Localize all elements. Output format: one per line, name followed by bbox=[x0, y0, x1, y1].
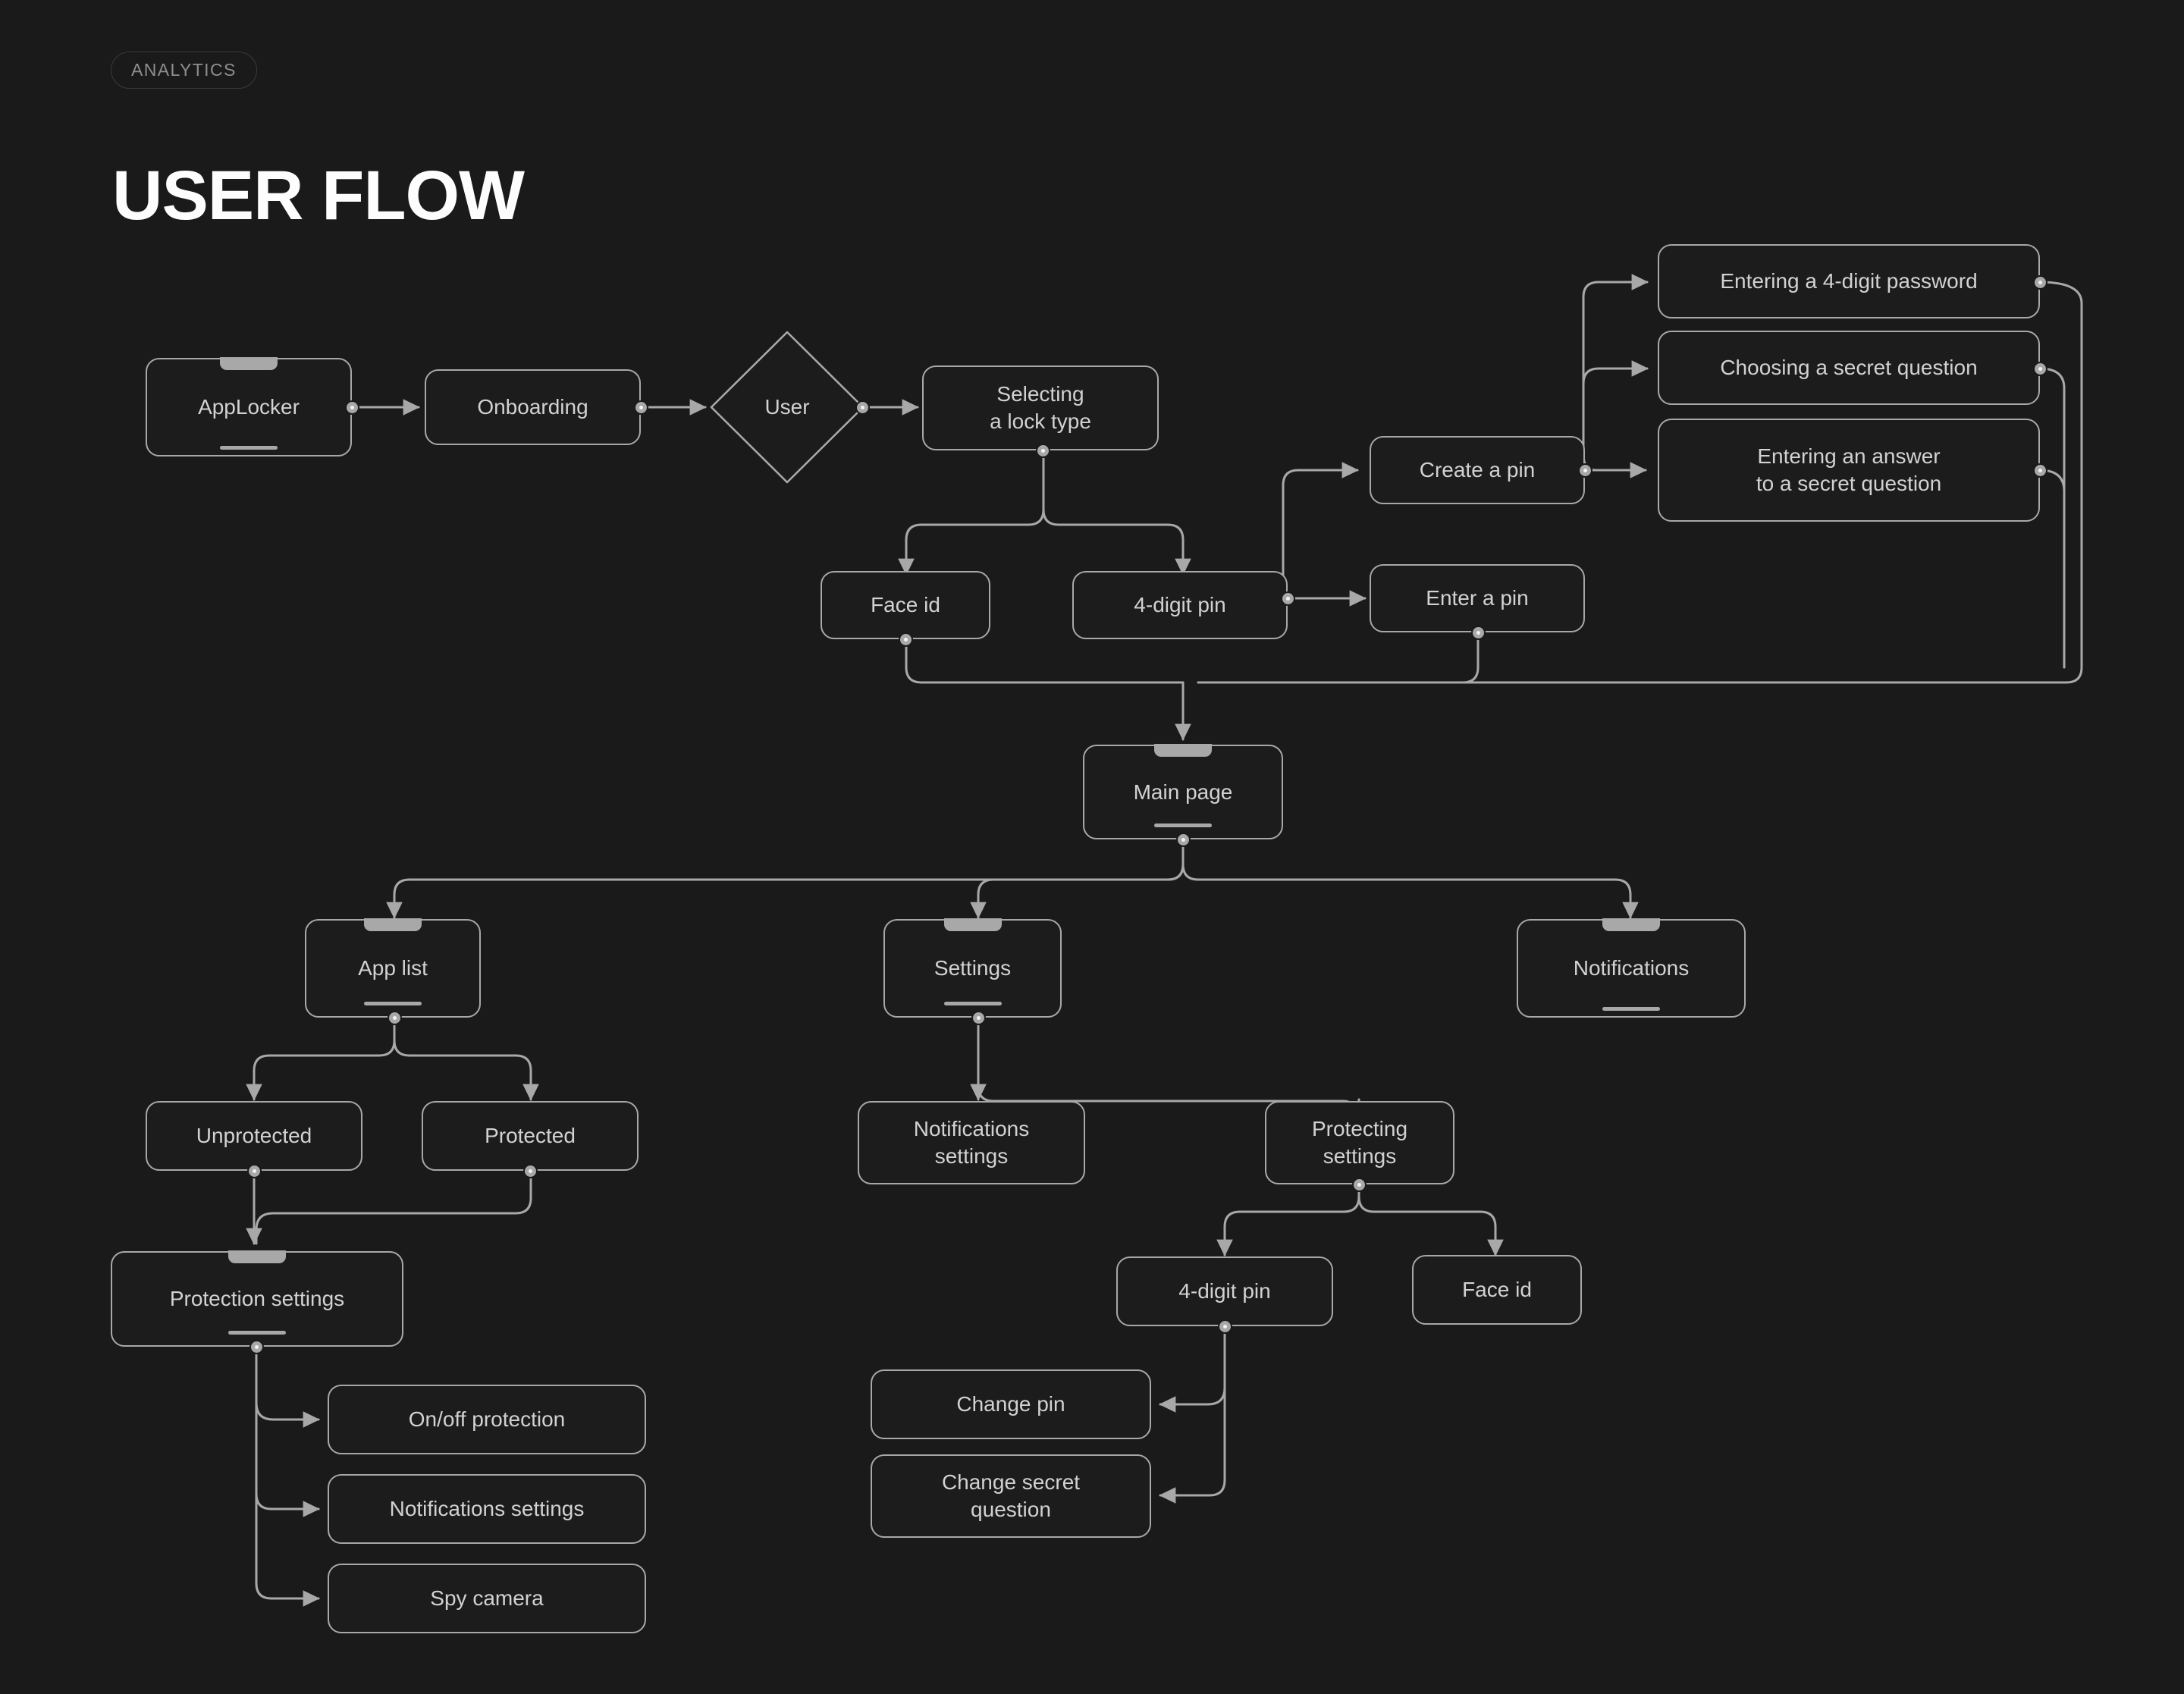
node-change-secret-question[interactable]: Change secret question bbox=[871, 1454, 1151, 1538]
edge-dot bbox=[2033, 362, 2048, 376]
node-label: Protecting settings bbox=[1311, 1117, 1408, 1168]
edge-dot bbox=[1352, 1178, 1367, 1192]
node-notifications-settings-1[interactable]: Notifications settings bbox=[858, 1101, 1085, 1184]
node-entering-a-4-digit-password[interactable]: Entering a 4-digit password bbox=[1658, 244, 2040, 318]
node-label: Face id bbox=[1462, 1278, 1532, 1302]
edge-dot bbox=[247, 1164, 262, 1178]
node-4-digit-pin-2[interactable]: 4-digit pin bbox=[1116, 1256, 1333, 1326]
phone-home-indicator-icon bbox=[943, 1002, 1002, 1005]
phone-home-indicator-icon bbox=[1602, 1007, 1660, 1011]
phone-notch-icon bbox=[1602, 918, 1660, 931]
node-label: Notifications settings bbox=[389, 1497, 585, 1521]
edge-dot bbox=[523, 1164, 538, 1178]
edge-dot bbox=[249, 1340, 264, 1354]
page-title: USER FLOW bbox=[112, 156, 525, 234]
node-label: Protection settings bbox=[169, 1287, 345, 1311]
node-label: Face id bbox=[871, 593, 940, 617]
node-app-list[interactable]: App list bbox=[305, 918, 481, 1018]
node-change-pin[interactable]: Change pin bbox=[871, 1369, 1151, 1439]
node-label: On/off protection bbox=[408, 1407, 566, 1432]
node-label: Enter a pin bbox=[1426, 586, 1529, 610]
node-label: Unprotected bbox=[196, 1124, 312, 1148]
node-user[interactable]: User bbox=[707, 328, 868, 487]
node-selecting-a-lock-type[interactable]: Selecting a lock type bbox=[922, 365, 1159, 450]
edge-dot bbox=[1036, 444, 1050, 458]
node-enter-a-pin[interactable]: Enter a pin bbox=[1370, 564, 1585, 632]
node-label: Onboarding bbox=[477, 395, 588, 419]
node-protection-settings[interactable]: Protection settings bbox=[111, 1250, 403, 1347]
phone-notch-icon bbox=[228, 1250, 286, 1263]
node-4-digit-pin-1[interactable]: 4-digit pin bbox=[1072, 571, 1288, 639]
node-label: Settings bbox=[934, 956, 1012, 980]
edge-dot bbox=[1281, 591, 1295, 606]
phone-home-indicator-icon bbox=[220, 446, 278, 450]
node-entering-an-answer-to-a-secret-question[interactable]: Entering an answer to a secret question bbox=[1658, 419, 2040, 522]
node-face-id-2[interactable]: Face id bbox=[1412, 1255, 1582, 1325]
node-create-a-pin[interactable]: Create a pin bbox=[1370, 436, 1585, 504]
node-onboarding[interactable]: Onboarding bbox=[425, 369, 641, 445]
edge-dot bbox=[345, 400, 359, 415]
node-label: AppLocker bbox=[198, 395, 300, 419]
edge-dot bbox=[1471, 626, 1486, 640]
node-notifications[interactable]: Notifications bbox=[1517, 918, 1746, 1018]
node-face-id-1[interactable]: Face id bbox=[821, 571, 990, 639]
node-spy-camera[interactable]: Spy camera bbox=[328, 1564, 646, 1633]
node-settings[interactable]: Settings bbox=[883, 918, 1062, 1018]
edge-dot bbox=[1176, 833, 1191, 847]
node-notifications-settings-2[interactable]: Notifications settings bbox=[328, 1474, 646, 1544]
node-protecting-settings[interactable]: Protecting settings bbox=[1265, 1101, 1454, 1184]
node-label: Change secret question bbox=[941, 1470, 1081, 1521]
edge-dot bbox=[388, 1011, 402, 1025]
phone-notch-icon bbox=[1154, 744, 1212, 757]
edge-dot bbox=[2033, 275, 2048, 290]
node-applocker[interactable]: AppLocker bbox=[146, 357, 352, 456]
node-label: App list bbox=[358, 956, 428, 980]
node-label: Entering a 4-digit password bbox=[1720, 269, 1978, 293]
node-label: 4-digit pin bbox=[1134, 593, 1226, 617]
phone-notch-icon bbox=[943, 918, 1002, 931]
node-label: User bbox=[764, 395, 810, 419]
node-label: Change pin bbox=[956, 1392, 1065, 1416]
node-label: Choosing a secret question bbox=[1720, 356, 1978, 380]
edge-dot bbox=[855, 400, 870, 415]
node-label: Create a pin bbox=[1419, 458, 1536, 482]
node-choosing-a-secret-question[interactable]: Choosing a secret question bbox=[1658, 331, 2040, 405]
node-unprotected[interactable]: Unprotected bbox=[146, 1101, 362, 1171]
phone-notch-icon bbox=[364, 918, 422, 931]
node-on-off-protection[interactable]: On/off protection bbox=[328, 1385, 646, 1454]
node-protected[interactable]: Protected bbox=[422, 1101, 639, 1171]
edge-dot bbox=[2033, 463, 2048, 478]
diamond-shape-icon bbox=[710, 331, 864, 484]
node-label: Protected bbox=[485, 1124, 576, 1148]
phone-home-indicator-icon bbox=[1154, 823, 1212, 827]
phone-notch-icon bbox=[220, 357, 278, 370]
analytics-badge: ANALYTICS bbox=[111, 52, 257, 89]
node-label: 4-digit pin bbox=[1178, 1279, 1271, 1303]
edge-dot bbox=[634, 400, 648, 415]
phone-home-indicator-icon bbox=[228, 1331, 286, 1335]
node-label: Entering an answer to a secret question bbox=[1756, 444, 1942, 495]
node-label: Main page bbox=[1133, 780, 1233, 804]
node-label: Notifications bbox=[1573, 956, 1690, 980]
node-label: Notifications settings bbox=[913, 1117, 1030, 1168]
edge-dot bbox=[971, 1011, 986, 1025]
node-label: Selecting a lock type bbox=[990, 382, 1091, 433]
node-main-page[interactable]: Main page bbox=[1083, 744, 1283, 839]
edge-dot bbox=[1218, 1319, 1232, 1334]
edge-dot bbox=[899, 632, 913, 647]
edge-dot bbox=[1578, 463, 1592, 478]
node-label: Spy camera bbox=[430, 1586, 544, 1611]
phone-home-indicator-icon bbox=[364, 1002, 422, 1005]
